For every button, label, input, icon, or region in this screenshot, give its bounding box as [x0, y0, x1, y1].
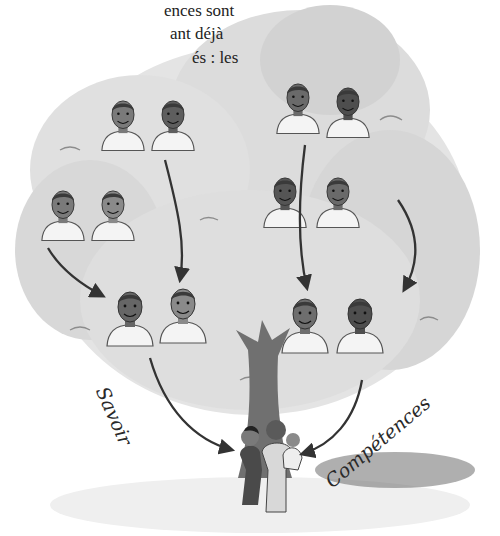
family-figures	[283, 448, 302, 470]
heritage-arrows	[398, 200, 415, 290]
heritage-arrows	[302, 380, 362, 454]
heritage-arrows	[165, 160, 182, 280]
heritage-arrows	[48, 145, 415, 454]
ancestor-portraits	[337, 299, 383, 353]
body-text: és : les	[192, 49, 238, 68]
heritage-arrows	[48, 248, 103, 296]
body-text: ant déjà	[170, 25, 223, 44]
ancestor-portraits	[102, 101, 144, 151]
family-figures	[244, 426, 259, 434]
ancestor-portraits	[152, 101, 194, 151]
family-figures	[286, 433, 300, 447]
heritage-arrows	[150, 358, 232, 450]
tree-canopy	[260, 5, 400, 115]
ancestor-portraits	[42, 84, 383, 353]
ancestor-portraits	[92, 191, 134, 241]
family-figures	[240, 446, 262, 505]
tree-canopy	[15, 5, 480, 415]
ancestor-portraits	[160, 289, 206, 343]
ancestor-portraits	[277, 84, 319, 134]
family-figures	[240, 420, 302, 512]
family-figures	[266, 420, 286, 440]
ancestor-portraits	[282, 299, 328, 353]
ancestor-portraits	[107, 292, 153, 346]
ancestor-portraits	[317, 178, 359, 228]
ancestor-portraits	[42, 191, 84, 241]
ancestor-portraits	[327, 88, 369, 138]
body-text: ences sont	[164, 2, 234, 21]
arrow-label: Savoir	[92, 384, 136, 449]
heritage-arrows	[300, 145, 307, 288]
